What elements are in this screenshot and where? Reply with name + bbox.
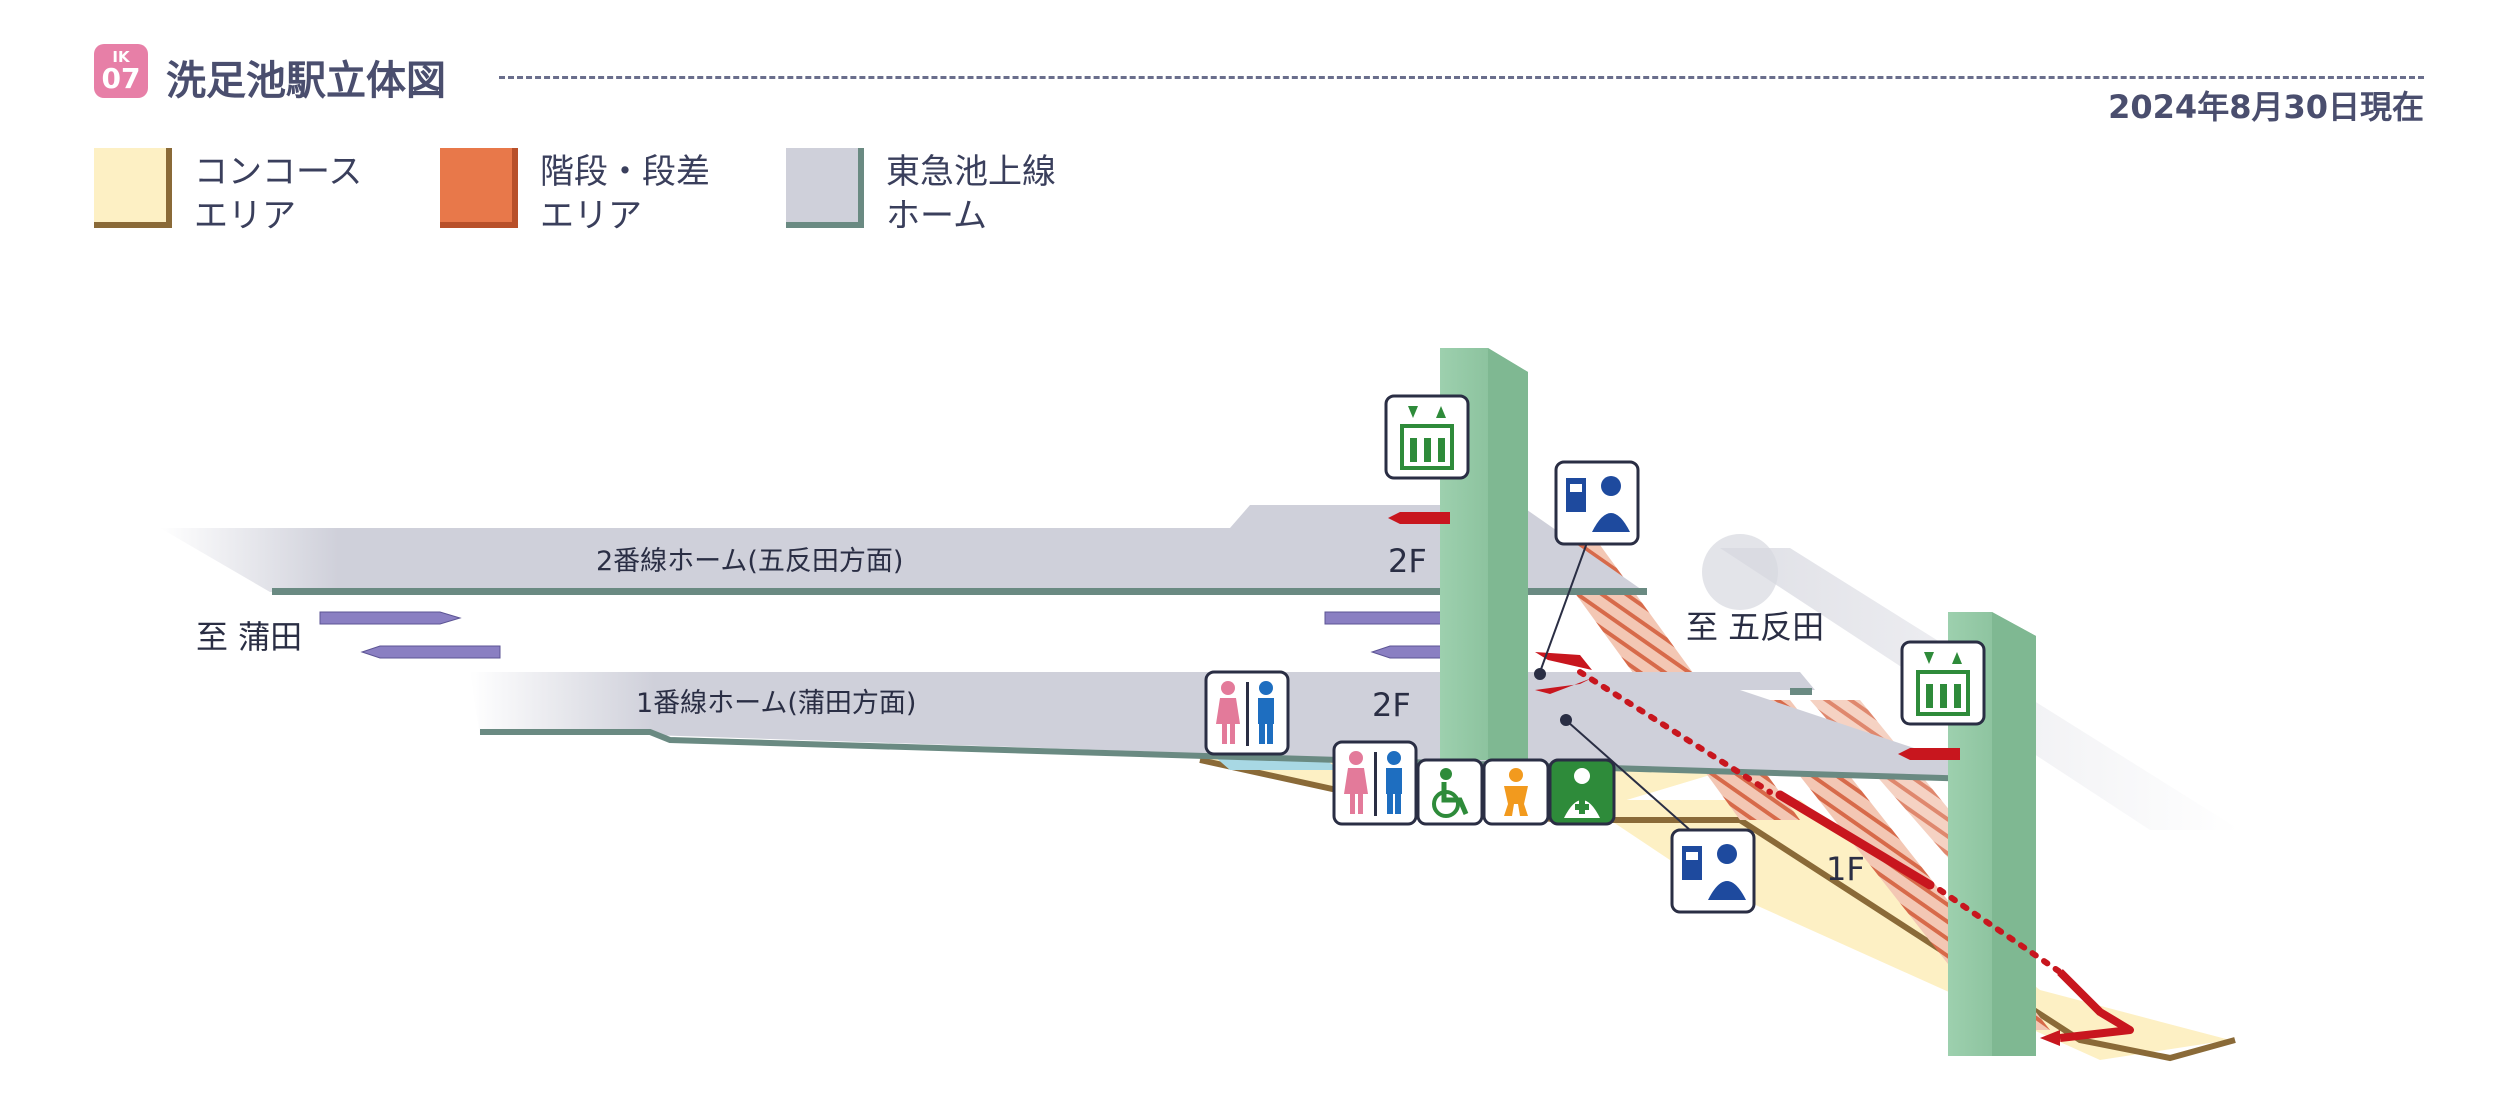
legend-label-platform: 東急池上線 ホーム bbox=[886, 152, 1056, 236]
page-title: 洗足池駅立体図 bbox=[166, 58, 446, 104]
track-arrows bbox=[319, 611, 1511, 659]
elevator-icon bbox=[1384, 394, 1470, 480]
badge-line-code: IK bbox=[112, 48, 130, 66]
restroom-icon bbox=[1204, 670, 1290, 756]
elevator-shaft-west bbox=[1440, 348, 1528, 760]
platform-2 bbox=[160, 505, 1647, 595]
platform-2-label: 2番線ホーム(五反田方面) bbox=[596, 546, 903, 577]
title-dashed-rule bbox=[499, 76, 2424, 79]
direction-to-gotanda: 至 五反田 bbox=[1686, 608, 1824, 646]
platform-1-label: 1番線ホーム(蒲田方面) bbox=[636, 688, 916, 719]
legend-label-concourse: コンコース エリア bbox=[194, 152, 363, 236]
floor-label-2f-upper: 2F bbox=[1388, 542, 1427, 580]
floor-label-2f-lower: 2F bbox=[1372, 686, 1411, 724]
station-number-badge: IK 07 bbox=[94, 44, 148, 98]
baby-care-icon bbox=[1482, 758, 1550, 826]
legend-swatch-concourse bbox=[94, 148, 172, 228]
station-staff-icon bbox=[1554, 460, 1640, 546]
header: IK 07 洗足池駅立体図 2024年8月30日現在 bbox=[94, 44, 2424, 126]
floor-label-1f: 1F bbox=[1826, 850, 1865, 888]
elevator-icon bbox=[1900, 640, 1986, 726]
callout-lines bbox=[1534, 539, 1691, 831]
as-of-date: 2024年8月30日現在 bbox=[2108, 88, 2424, 126]
ostomate-icon bbox=[1548, 758, 1616, 826]
accessible-route bbox=[1388, 512, 2134, 1046]
legend-swatch-platform bbox=[786, 148, 864, 228]
badge-station-number: 07 bbox=[101, 62, 141, 95]
station-staff-icon bbox=[1670, 828, 1756, 914]
legend-label-stairs: 階段・段差 エリア bbox=[540, 152, 710, 236]
legend-swatch-stairs bbox=[440, 148, 518, 228]
direction-to-kamata: 至 蒲田 bbox=[196, 618, 302, 656]
restroom-icon bbox=[1332, 740, 1418, 826]
wheelchair-restroom-icon bbox=[1416, 758, 1484, 826]
